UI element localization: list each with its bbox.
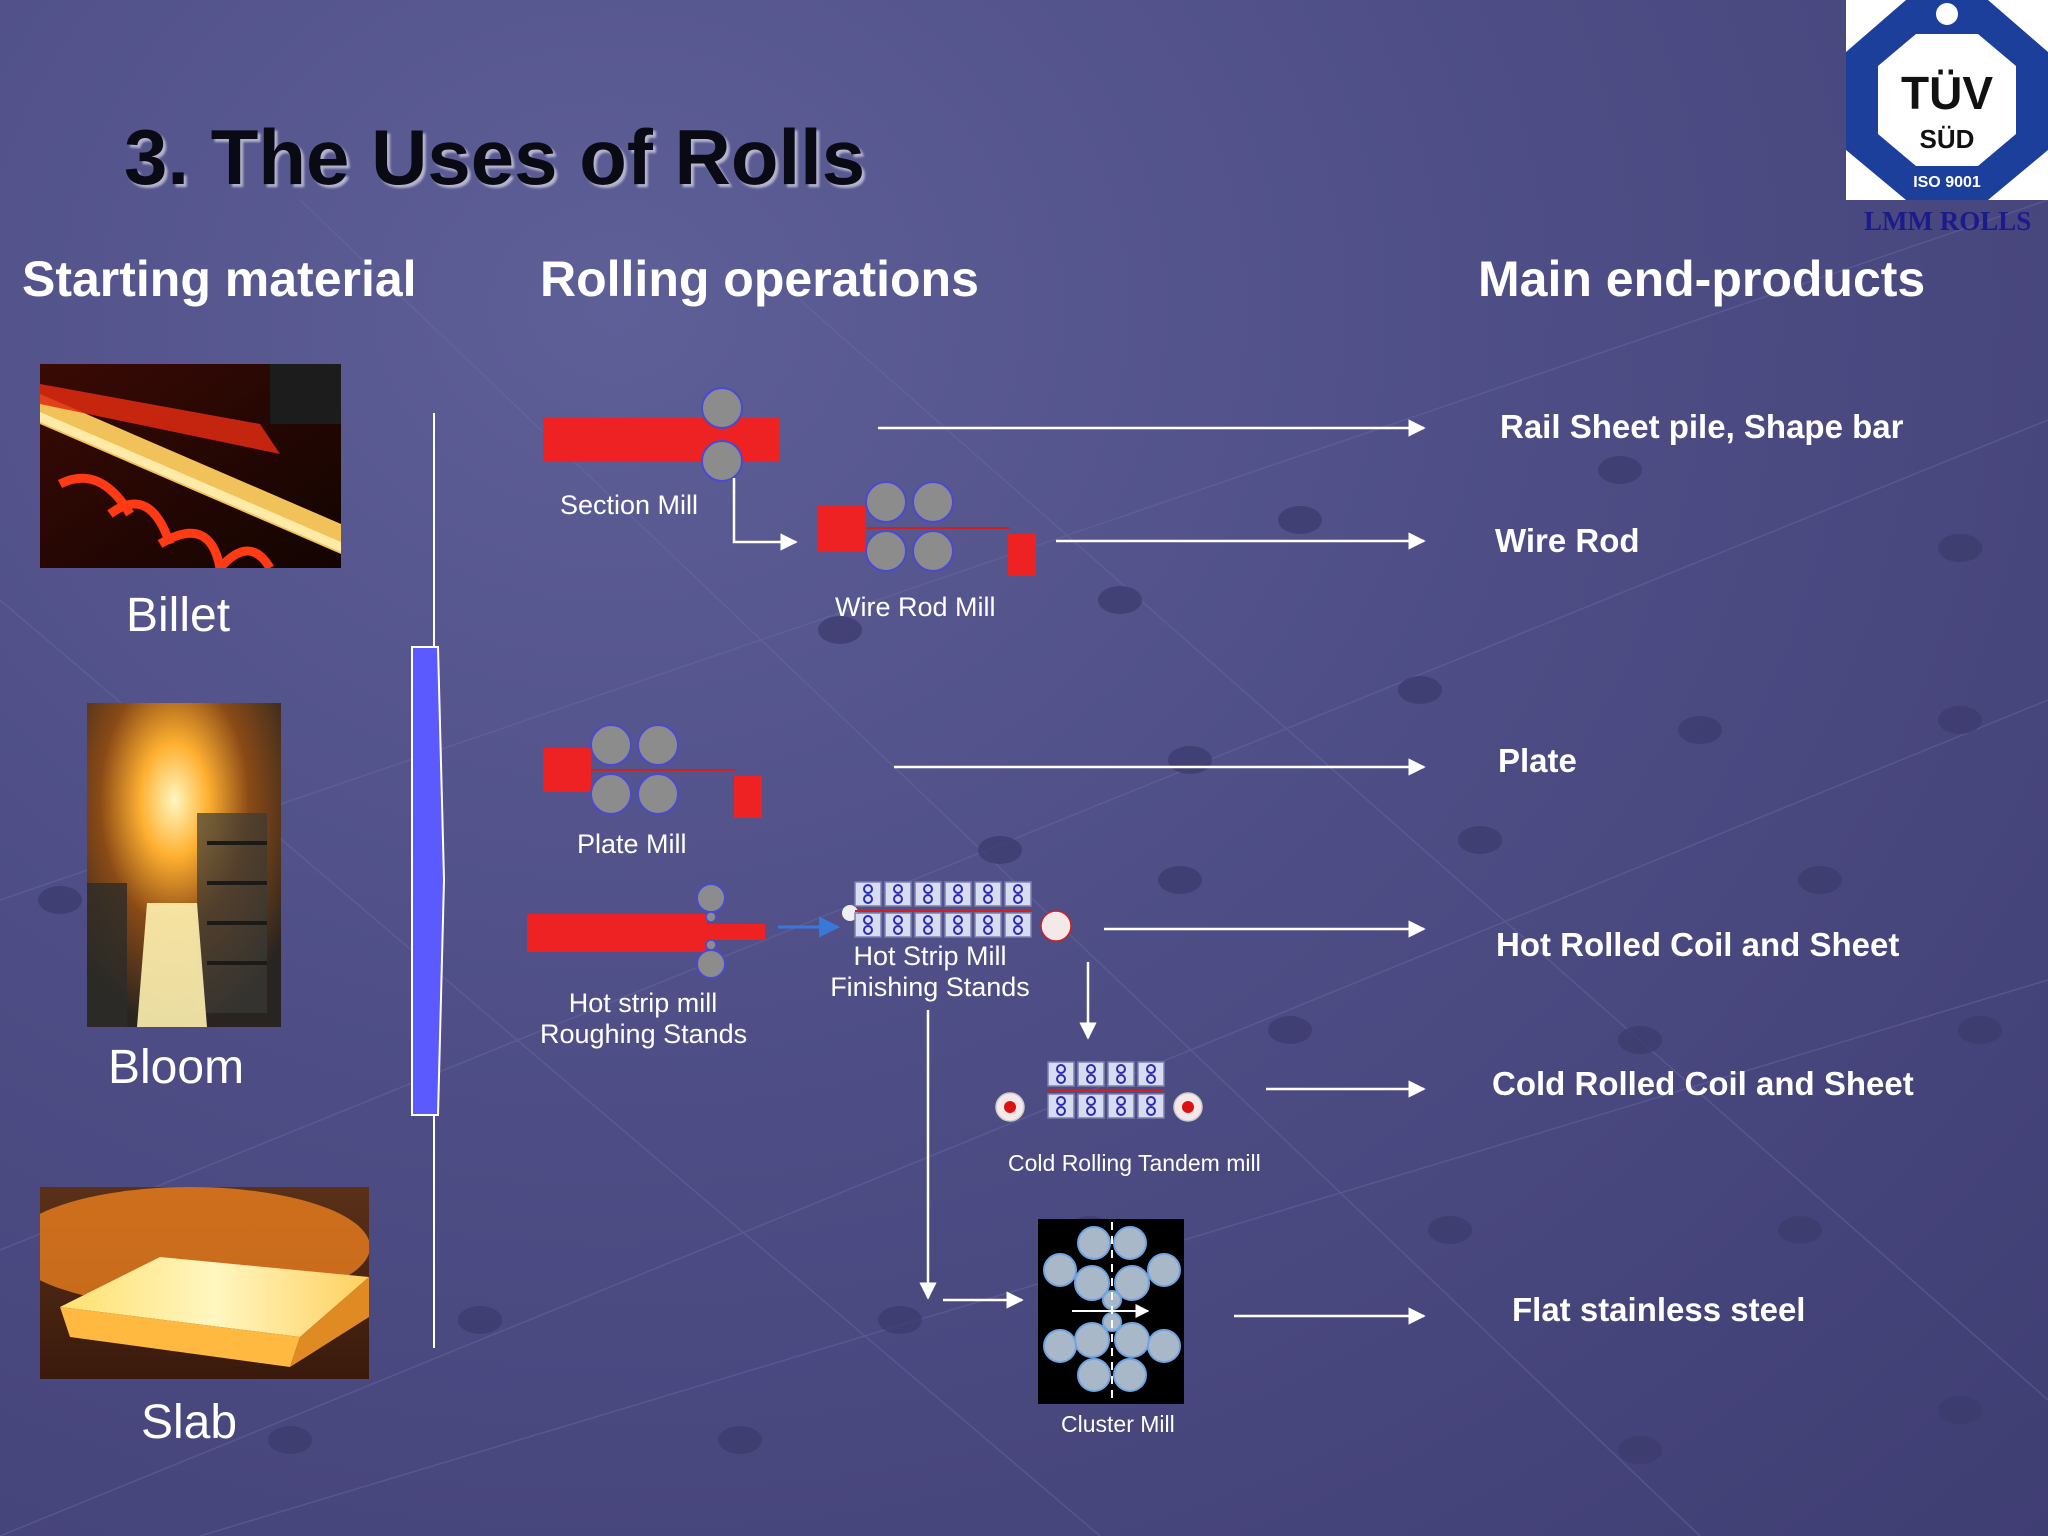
label-hot-strip-finishing-line2: Finishing Stands xyxy=(830,972,1030,1002)
label-plate-mill: Plate Mill xyxy=(577,829,687,859)
label-hot-strip-roughing-line1: Hot strip mill xyxy=(568,988,718,1018)
label-wire-rod-mill: Wire Rod Mill xyxy=(835,592,996,622)
product-rail-sheet-pile: Rail Sheet pile, Shape bar xyxy=(1500,408,1904,445)
product-plate: Plate xyxy=(1498,742,1577,779)
material-label-bloom: Bloom xyxy=(108,1041,245,1094)
material-label-slab: Slab xyxy=(141,1396,238,1449)
product-hot-rolled-coil: Hot Rolled Coil and Sheet xyxy=(1496,926,1900,963)
product-flat-stainless: Flat stainless steel xyxy=(1512,1291,1806,1328)
logo-cert: ISO 9001 xyxy=(1913,174,1981,191)
bloom-photo xyxy=(87,703,281,1027)
column-header-products: Main end-products xyxy=(1478,251,1926,307)
material-label-billet: Billet xyxy=(126,589,231,642)
logo-caption: LMM ROLLS xyxy=(1864,206,2032,236)
logo-sub: SÜD xyxy=(1919,124,1975,154)
slide-title: 3. The Uses of Rolls xyxy=(124,113,866,201)
label-cluster-mill: Cluster Mill xyxy=(1061,1411,1175,1437)
label-cold-tandem-mill: Cold Rolling Tandem mill xyxy=(1008,1150,1261,1176)
label-section-mill: Section Mill xyxy=(560,490,699,520)
slab-photo xyxy=(40,1187,369,1379)
tuv-logo: TÜV SÜD ISO 9001 xyxy=(1846,0,2048,200)
billet-photo xyxy=(40,364,341,568)
product-wire-rod: Wire Rod xyxy=(1495,522,1640,559)
product-cold-rolled-coil: Cold Rolled Coil and Sheet xyxy=(1492,1065,1914,1102)
label-hot-strip-roughing: Hot strip mill Roughing Stands xyxy=(540,988,748,1050)
label-hot-strip-finishing: Hot Strip Mill Finishing Stands xyxy=(830,941,1030,1003)
column-header-operations: Rolling operations xyxy=(540,251,979,307)
logo-brand: TÜV xyxy=(1901,67,1993,119)
label-hot-strip-finishing-line1: Hot Strip Mill xyxy=(853,941,1007,971)
column-header-starting: Starting material xyxy=(22,251,417,307)
label-hot-strip-roughing-line2: Roughing Stands xyxy=(540,1019,748,1049)
